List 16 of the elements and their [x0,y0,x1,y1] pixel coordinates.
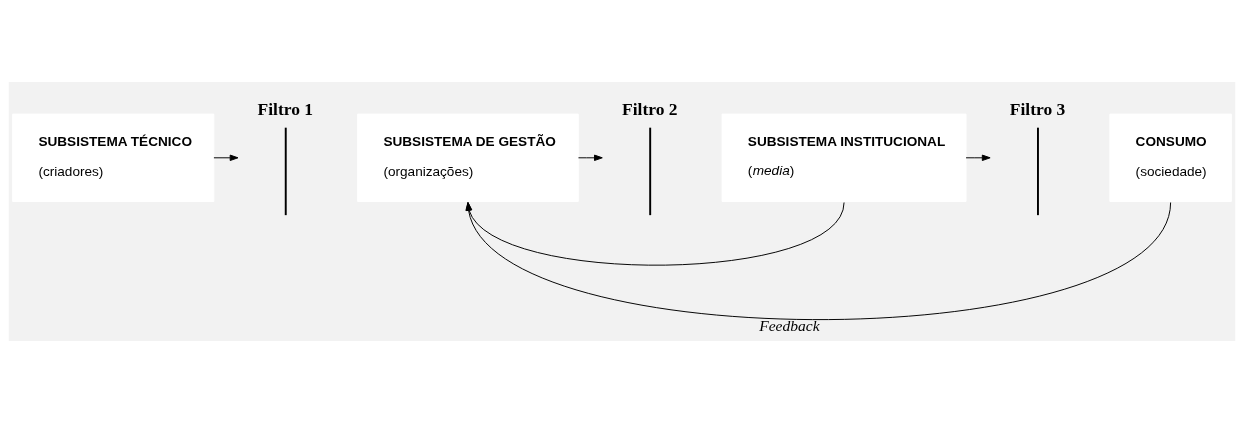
node-box: SUBSISTEMA DE GESTÃO (organizações) [357,113,579,203]
node-box [649,127,652,216]
arrow [965,154,991,161]
node-label: Filtro 3 [1009,99,1066,120]
node-label: Filtro 1 [257,99,314,120]
node-label: Filtro 2 [622,99,678,120]
arrow [578,154,603,161]
arrow [213,154,239,161]
arrow [465,202,1172,321]
edge-label: Feedback [759,317,820,335]
arrow [465,202,845,266]
node-box [1037,127,1039,216]
node-box: SUBSISTEMA TÉCNICO (criadores) [12,113,215,203]
node-box: CONSUMO (sociedade) [1109,113,1232,203]
node-box: SUBSISTEMA INSTITUCIONAL (media) [721,113,967,203]
node-box [284,127,287,216]
